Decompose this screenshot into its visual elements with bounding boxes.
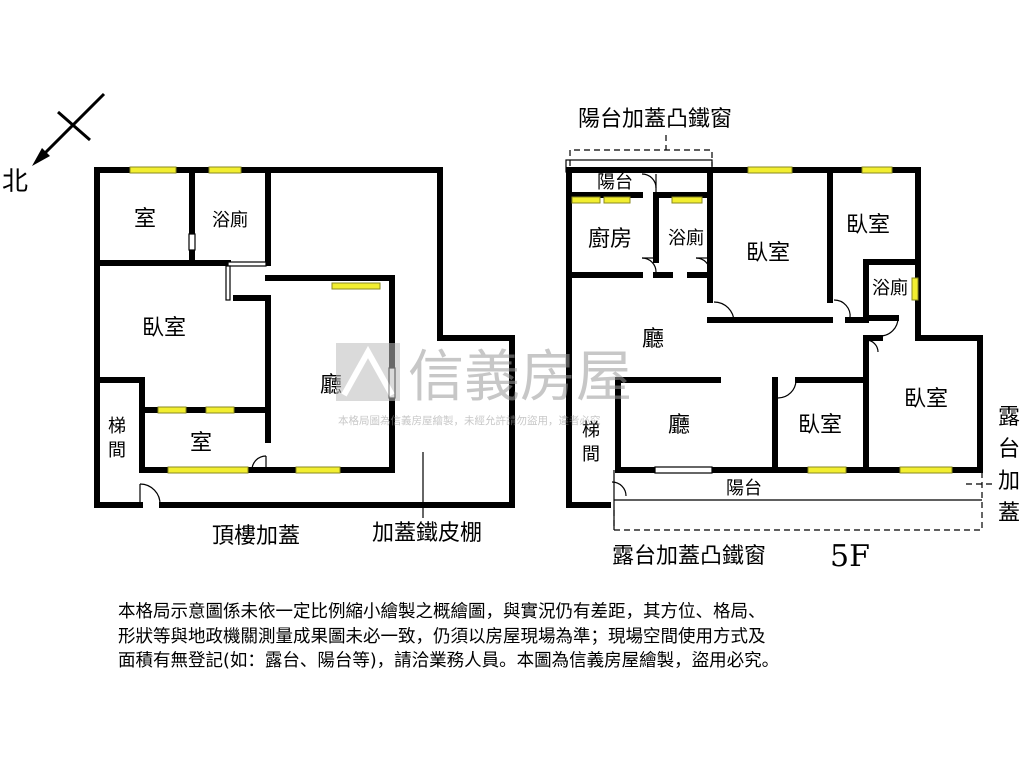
bath-a-label: 浴廁 xyxy=(668,227,704,249)
balcony-top-label: 陽台 xyxy=(597,172,633,193)
dashed-enclosures xyxy=(569,135,994,531)
bath-label: 浴廁 xyxy=(212,209,248,231)
room-label: 室 xyxy=(134,207,156,232)
stair-label-2: 間 xyxy=(108,440,126,461)
small-room-label: 室 xyxy=(190,431,212,456)
disclaimer-line: 面積有無登記(如：露台、陽台等)，請洽業務人員。本圖為信義房屋繪製，盜用必究。 xyxy=(118,651,780,671)
shed-caption: 加蓋鐵皮棚 xyxy=(372,521,482,546)
bedroom-b-label: 臥室 xyxy=(846,213,890,238)
side-caption-1: 露 xyxy=(998,405,1020,430)
stair-label-1: 梯 xyxy=(108,416,126,437)
right-plan-walls xyxy=(566,167,983,508)
living-upper-label: 廳 xyxy=(642,327,664,352)
bedroom-a-label: 臥室 xyxy=(746,241,790,266)
watermark-line: 本格局圖為信義房屋繪製，未經允許請勿盜用，違者必究 xyxy=(338,414,601,427)
right-plan-windows xyxy=(571,166,953,474)
bath-b-label: 浴廁 xyxy=(872,277,908,299)
side-caption-4: 蓋 xyxy=(998,501,1020,526)
kitchen-label: 廚房 xyxy=(588,227,632,252)
side-caption-3: 加 xyxy=(998,469,1020,494)
north-label: 北 xyxy=(2,167,28,197)
bedroom-label: 臥室 xyxy=(142,316,186,341)
left-plan-walls xyxy=(94,167,515,508)
bottom-caption: 露台加蓋凸鐵窗 xyxy=(612,544,766,569)
floor-label: 5F xyxy=(830,539,870,574)
disclaimer: 本格局示意圖係未依一定比例縮小繪製之概繪圖，與實況仍有差距，其方位、格局、 形狀… xyxy=(118,600,918,674)
top-caption: 陽台加蓋凸鐵窗 xyxy=(578,107,732,132)
stair-label-2: 間 xyxy=(582,444,600,465)
balcony-bottom-label: 陽台 xyxy=(726,478,762,499)
watermark-brand: 信義房屋 xyxy=(408,345,632,410)
disclaimer-line: 本格局示意圖係未依一定比例縮小繪製之概繪圖，與實況仍有差距，其方位、格局、 xyxy=(118,602,766,622)
right-plan-labels: 陽台加蓋凸鐵窗 陽台 廚房 浴廁 臥室 臥室 浴廁 廳 廳 臥室 臥室 梯 間 … xyxy=(578,107,1020,574)
living-lower-label: 廳 xyxy=(668,413,690,438)
left-plan-labels: 室 浴廁 臥室 廳 梯 間 室 頂樓加蓋 加蓋鐵皮棚 xyxy=(108,207,482,549)
stair-label-1: 梯 xyxy=(582,420,600,441)
bedroom-c-label: 臥室 xyxy=(798,413,842,438)
north-compass: 北 xyxy=(2,92,106,197)
left-plan-caption: 頂樓加蓋 xyxy=(212,524,300,549)
side-caption-2: 台 xyxy=(998,437,1020,462)
disclaimer-line: 形狀等與地政機關測量成果圖未必一致，仍須以房屋現場為準；現場空間使用方式及 xyxy=(118,626,766,647)
bedroom-d-label: 臥室 xyxy=(904,387,948,412)
watermark: 信義房屋 本格局圖為信義房屋繪製，未經允許請勿盜用，違者必究 xyxy=(336,343,632,427)
left-plan-windows xyxy=(129,166,381,474)
